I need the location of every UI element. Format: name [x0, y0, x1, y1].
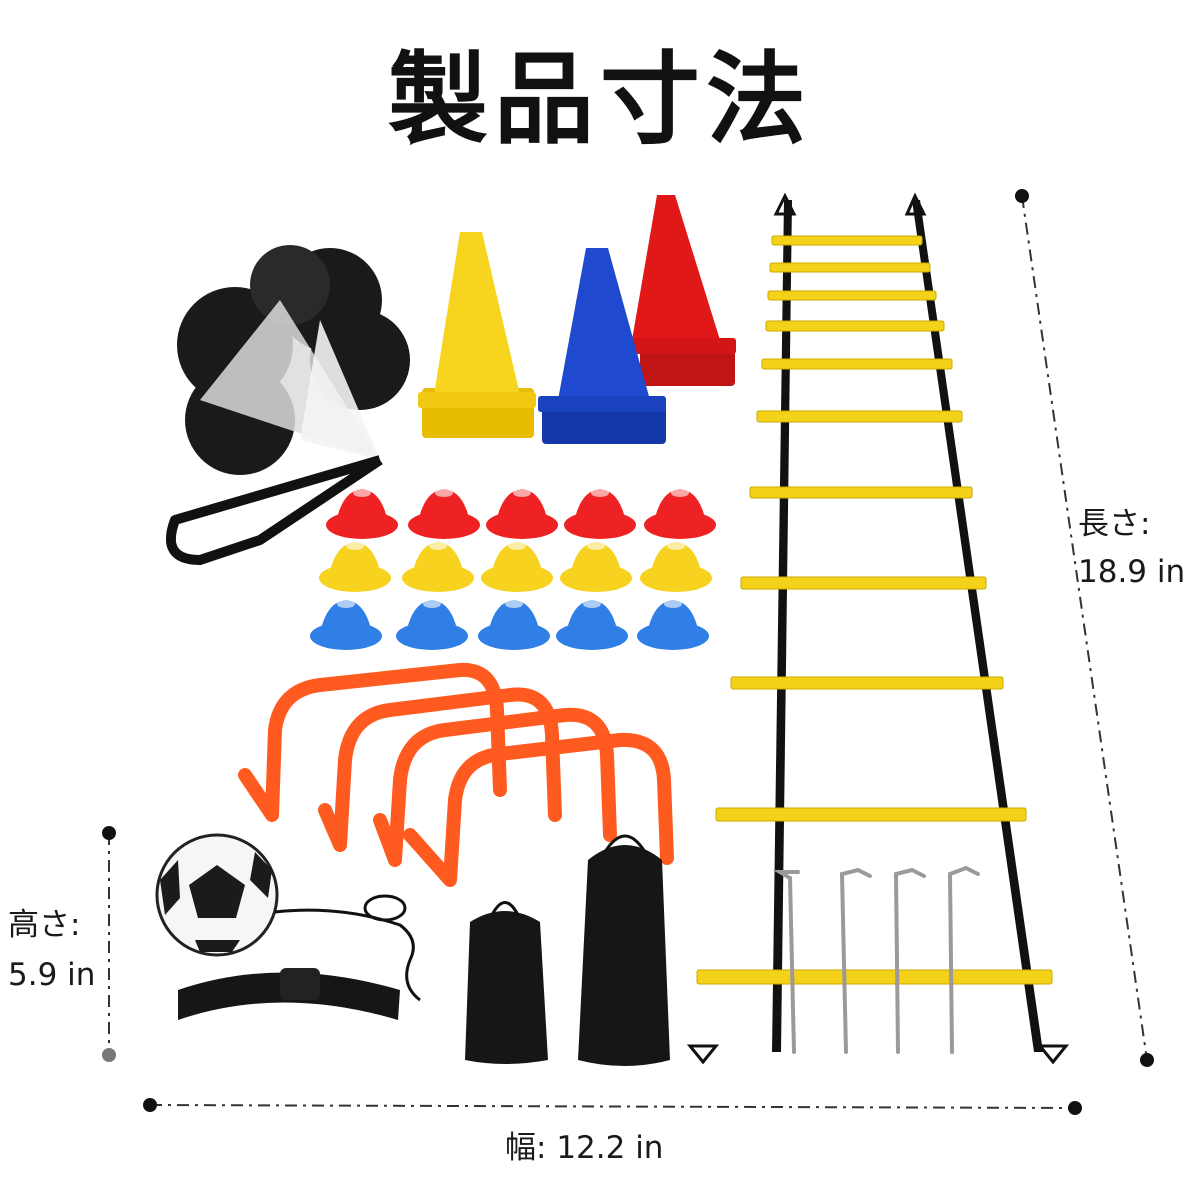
agility-ladder-icon: [686, 192, 1070, 1065]
disc-cone-icon: [644, 489, 716, 539]
length-value: 18.9 in: [1078, 554, 1186, 590]
tall-cone-yellow-icon: [418, 232, 536, 438]
drawstring-bag-icon: [465, 834, 670, 1066]
disc-cone-icon: [396, 600, 468, 650]
stake-icon: [772, 865, 980, 1054]
hurdle-icon: [238, 662, 674, 887]
disc-cone-icon: [408, 489, 480, 539]
page-title: 製品寸法: [388, 41, 812, 158]
disc-cone-icon: [326, 489, 398, 539]
width-dimension-line: [143, 1098, 1082, 1115]
width-label: 幅: 12.2 in: [505, 1122, 663, 1167]
length-name: 長さ:: [1078, 506, 1151, 542]
disc-cone-icon: [560, 542, 632, 592]
disc-cone-icon: [319, 542, 391, 592]
height-label: 高さ: 5.9 in: [8, 900, 95, 1000]
width-value: 12.2 in: [556, 1130, 664, 1166]
height-value: 5.9 in: [8, 957, 96, 993]
disc-cone-icon: [556, 600, 628, 650]
disc-cone-icon: [564, 489, 636, 539]
disc-cone-group: [310, 489, 716, 650]
tall-cone-blue-icon: [538, 248, 666, 444]
disc-cone-icon: [640, 542, 712, 592]
width-name: 幅:: [505, 1130, 547, 1166]
disc-cone-icon: [478, 600, 550, 650]
tall-cone-red-icon: [630, 195, 736, 386]
height-dimension-line: [102, 826, 116, 1062]
disc-cone-icon: [310, 600, 382, 650]
disc-cone-icon: [637, 600, 709, 650]
length-dimension-line: [1015, 189, 1154, 1067]
soccer-trainer-icon: [155, 833, 421, 1020]
speed-parachute-icon: [166, 245, 410, 565]
disc-cone-icon: [486, 489, 558, 539]
length-label: 長さ: 18.9 in: [1078, 500, 1185, 596]
disc-cone-icon: [402, 542, 474, 592]
disc-cone-icon: [481, 542, 553, 592]
height-name: 高さ:: [8, 907, 81, 943]
